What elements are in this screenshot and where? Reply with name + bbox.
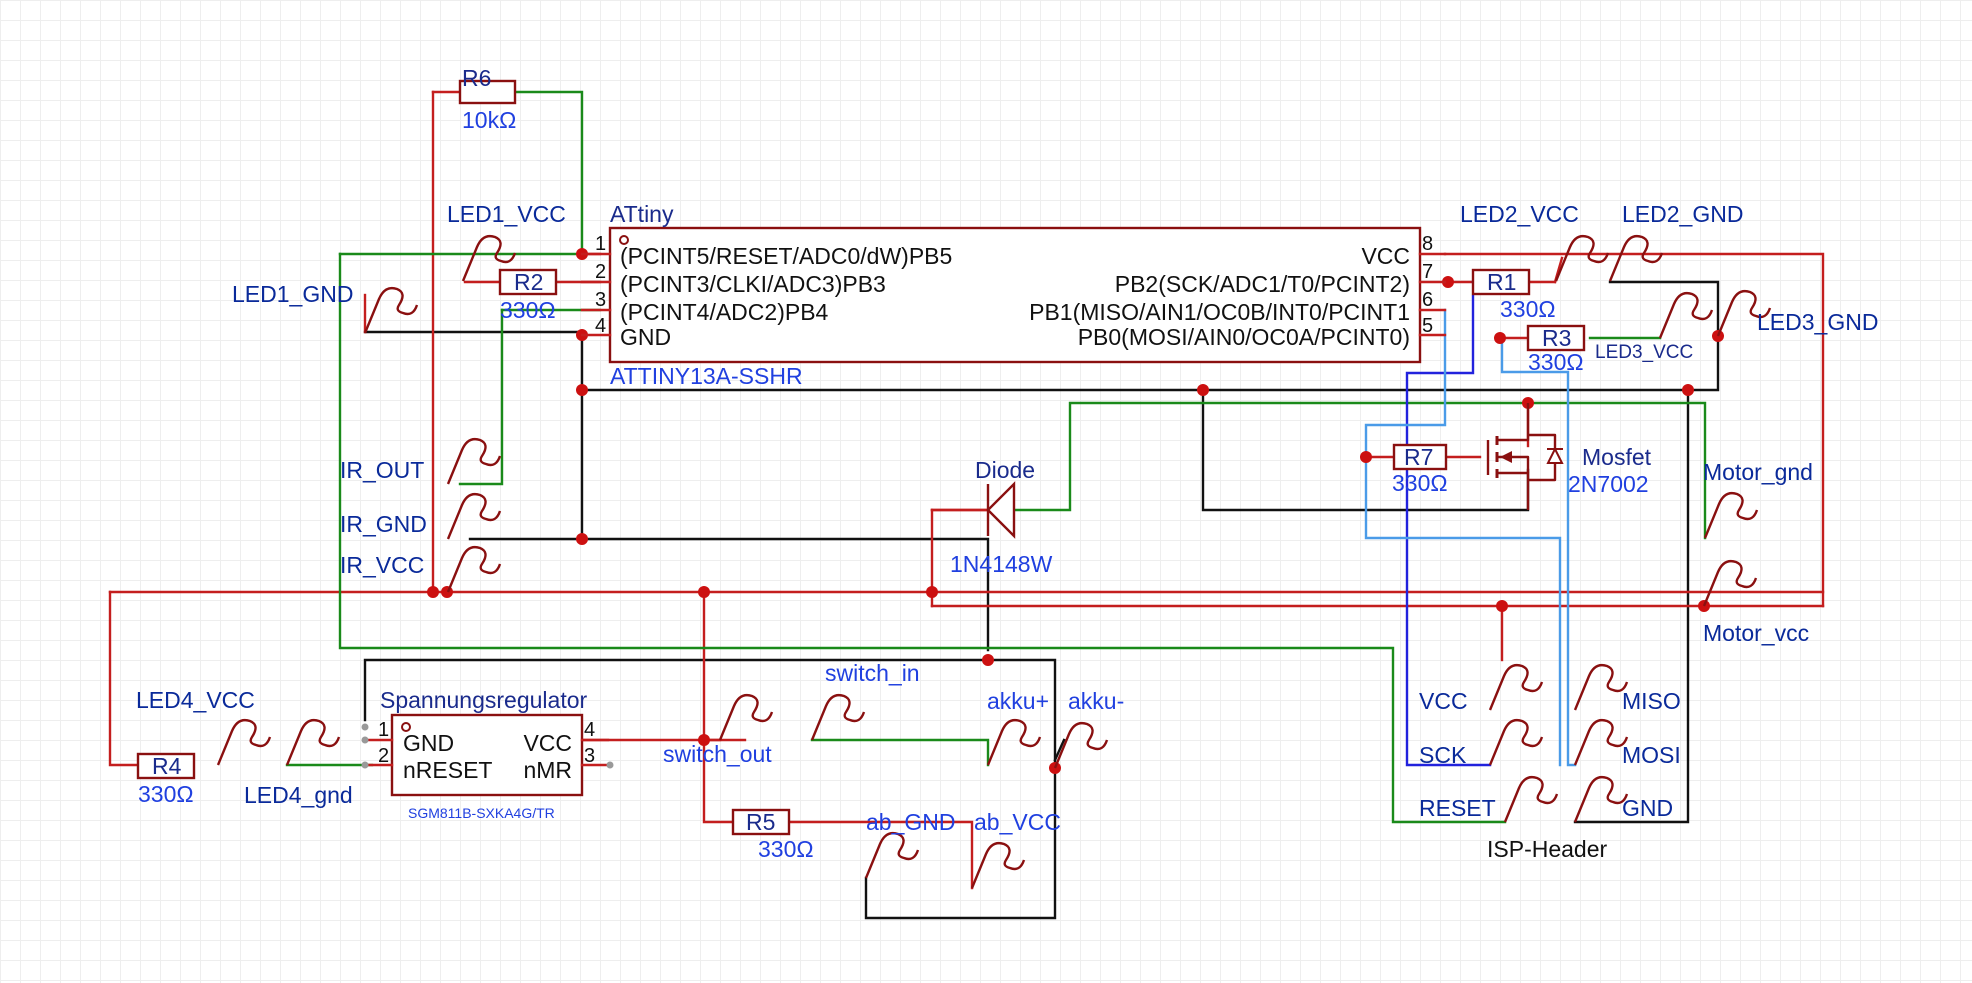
resistor-ref: R6	[462, 65, 491, 91]
net-label-motor-gnd: Motor_gnd	[1703, 459, 1813, 485]
regulator-part: SGM811B-SXKA4G/TR	[408, 805, 555, 821]
net-label-led2-vcc: LED2_VCC	[1460, 201, 1579, 227]
mcu-pin-num: 7	[1422, 261, 1433, 283]
mcu-pin-label: VCC	[1361, 243, 1410, 269]
mcu-pin-num: 5	[1422, 315, 1433, 337]
net-label-switch-in: switch_in	[825, 660, 920, 686]
regulator-pin-num: 3	[584, 745, 595, 767]
mcu-pin-num: 2	[595, 261, 606, 283]
resistor-value: 330Ω	[1392, 470, 1448, 496]
mosfet[interactable]: Mosfet 2N7002	[1486, 403, 1652, 510]
regulator-pin-num: 2	[378, 745, 389, 767]
diode[interactable]: Diode 1N4148W	[930, 457, 1053, 577]
mcu-pin-num: 6	[1422, 289, 1433, 311]
net-flags	[216, 234, 1772, 889]
regulator-name: Spannungsregulator	[380, 687, 587, 713]
mosfet-name: Mosfet	[1582, 444, 1652, 470]
diode-part: 1N4148W	[950, 551, 1053, 577]
net-label-led4-gnd: LED4_gnd	[244, 782, 353, 808]
mosfet-part: 2N7002	[1568, 471, 1649, 497]
mcu-pin-num: 4	[595, 315, 606, 337]
regulator-pin-label: VCC	[523, 730, 572, 756]
mcu-pin-label: PB2(SCK/ADC1/T0/PCINT2)	[1115, 271, 1410, 297]
resistor-value: 330Ω	[758, 836, 814, 862]
regulator-pin-num: 1	[378, 719, 389, 741]
net-label-akku-plus: akku+	[987, 688, 1049, 714]
mcu-pin-label: GND	[620, 324, 671, 350]
resistor-value: 330Ω	[500, 297, 556, 323]
regulator-pin-num: 4	[584, 719, 595, 741]
regulator-pin-label: nMR	[523, 757, 572, 783]
voltage-regulator[interactable]: Spannungsregulator SGM811B-SXKA4G/TR 1 2…	[361, 687, 614, 821]
resistor-value: 330Ω	[1500, 296, 1556, 322]
net-label-switch-out: switch_out	[663, 741, 772, 767]
isp-header-title: ISP-Header	[1487, 836, 1608, 862]
wires	[108, 90, 1825, 920]
net-label-led4-vcc: LED4_VCC	[136, 687, 255, 713]
mcu-pin-label: PB0(MOSI/AIN0/OC0A/PCINT0)	[1078, 324, 1410, 350]
net-label-isp-mosi: MOSI	[1622, 742, 1681, 768]
regulator-pin-label: nRESET	[403, 757, 492, 783]
net-label-ir-gnd: IR_GND	[340, 511, 427, 537]
mcu-pin-label: PB1(MISO/AIN1/OC0B/INT0/PCINT1	[1029, 299, 1410, 325]
resistor-value: 330Ω	[138, 781, 194, 807]
mcu-name: ATtiny	[610, 201, 674, 227]
net-label-led2-gnd: LED2_GND	[1622, 201, 1743, 227]
resistor-r1[interactable]: R1 330Ω	[1471, 268, 1556, 322]
mcu-pin-num: 8	[1422, 233, 1433, 255]
mcu-pin-num: 1	[595, 233, 606, 255]
resistor-r3[interactable]: R3 330Ω	[1526, 324, 1586, 375]
net-label-isp-miso: MISO	[1622, 688, 1681, 714]
junction-dots	[427, 248, 1724, 774]
resistor-ref: R1	[1487, 269, 1516, 295]
net-label-led1-gnd: LED1_GND	[232, 281, 353, 307]
net-label-isp-vcc: VCC	[1419, 688, 1468, 714]
net-label-ab-vcc: ab_VCC	[974, 809, 1061, 835]
mcu-pin-num: 3	[595, 289, 606, 311]
net-label-led3-gnd: LED3_GND	[1757, 309, 1878, 335]
net-label-isp-sck: SCK	[1419, 742, 1467, 768]
resistor-ref: R5	[746, 809, 775, 835]
mcu-attiny[interactable]: ATtiny ATTINY13A-SSHR 1 2 3 4 (PCINT5/RE…	[580, 201, 1447, 389]
net-label-led3-vcc: LED3_VCC	[1595, 342, 1693, 363]
mcu-pin-label: (PCINT3/CLKI/ADC3)PB3	[620, 271, 886, 297]
net-label-ab-gnd: ab_GND	[866, 809, 955, 835]
net-label-ir-out: IR_OUT	[340, 457, 424, 483]
net-label-isp-reset: RESET	[1419, 795, 1496, 821]
regulator-pin-label: GND	[403, 730, 454, 756]
net-label-ir-vcc: IR_VCC	[340, 552, 424, 578]
resistor-value: 330Ω	[1528, 349, 1584, 375]
resistor-r6[interactable]: R6 10kΩ	[458, 65, 516, 133]
resistor-r7[interactable]: R7 330Ω	[1392, 443, 1448, 496]
resistor-ref: R4	[152, 753, 182, 779]
net-label-led1-vcc: LED1_VCC	[447, 201, 566, 227]
resistor-ref: R2	[514, 269, 543, 295]
resistor-r4[interactable]: R4 330Ω	[136, 752, 196, 807]
diode-name: Diode	[975, 457, 1035, 483]
resistor-ref: R7	[1404, 444, 1433, 470]
mcu-pin-label: (PCINT5/RESET/ADC0/dW)PB5	[620, 243, 952, 269]
resistor-r5[interactable]: R5 330Ω	[731, 808, 814, 862]
resistor-value: 10kΩ	[462, 107, 516, 133]
net-label-isp-gnd: GND	[1622, 795, 1673, 821]
net-label-akku-minus: akku-	[1068, 688, 1124, 714]
resistor-r2[interactable]: R2 330Ω	[498, 268, 558, 323]
resistor-ref: R3	[1542, 325, 1571, 351]
mcu-pin-label: (PCINT4/ADC2)PB4	[620, 299, 829, 325]
net-label-motor-vcc: Motor_vcc	[1703, 620, 1809, 646]
net-labels: LED1_VCC LED1_GND LED2_VCC LED2_GND LED3…	[136, 201, 1878, 862]
mcu-part: ATTINY13A-SSHR	[610, 363, 803, 389]
